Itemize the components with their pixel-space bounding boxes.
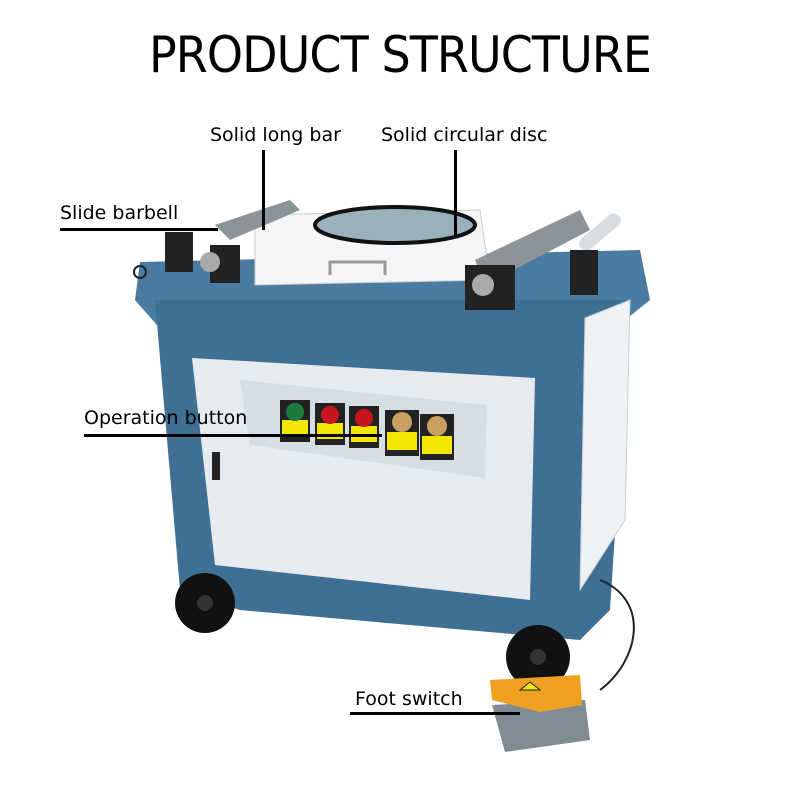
- leader-operation-button: [84, 434, 382, 437]
- left-rail: [215, 200, 300, 240]
- label-foot-switch: Foot switch: [355, 688, 463, 710]
- right-barbell: [579, 213, 621, 251]
- operation-button-3: [349, 406, 379, 448]
- label-slide-barbell: Slide barbell: [60, 202, 179, 224]
- foot-switch-cover: [490, 675, 582, 712]
- operation-button-2: [315, 403, 345, 445]
- operation-button-4: [385, 410, 419, 456]
- foot-switch-cable: [599, 579, 635, 691]
- door-handle: [212, 452, 220, 480]
- leader-foot-switch: [350, 712, 520, 715]
- leader-slide-barbell: [60, 228, 218, 231]
- leader-solid-long-bar: [262, 150, 265, 230]
- label-solid-circular-disc: Solid circular disc: [381, 124, 548, 146]
- label-operation-button: Operation button: [84, 407, 248, 429]
- lifting-ring: [133, 265, 147, 279]
- circular-disc: [313, 205, 477, 245]
- leader-solid-circular-disc: [454, 150, 457, 235]
- plate-handle: [328, 260, 387, 275]
- page-title: PRODUCT STRUCTURE: [148, 26, 652, 84]
- side-panel: [579, 299, 631, 592]
- label-solid-long-bar: Solid long bar: [210, 124, 341, 146]
- operation-button-5: [420, 414, 454, 460]
